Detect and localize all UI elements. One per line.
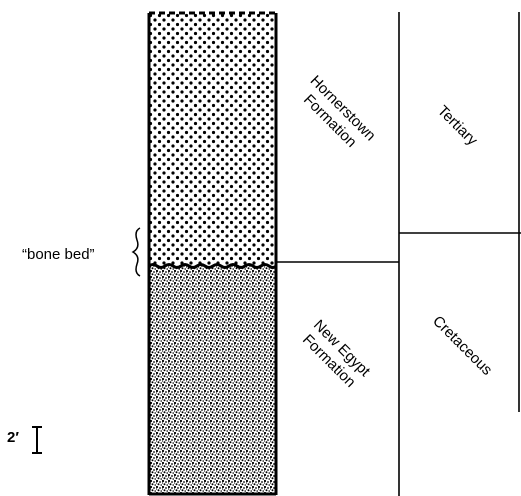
new-egypt-column-unit xyxy=(147,266,278,496)
hornerstown-column-unit xyxy=(147,11,278,266)
period-column-lines xyxy=(399,12,521,412)
scale-bar xyxy=(32,426,42,454)
bone-bed-brace xyxy=(131,227,141,277)
unconformity-contact-line xyxy=(148,263,278,269)
scale-bar-label: 2′ xyxy=(7,429,19,446)
formation-column-lines xyxy=(276,12,400,496)
bone-bed-label: “bone bed” xyxy=(22,246,95,263)
